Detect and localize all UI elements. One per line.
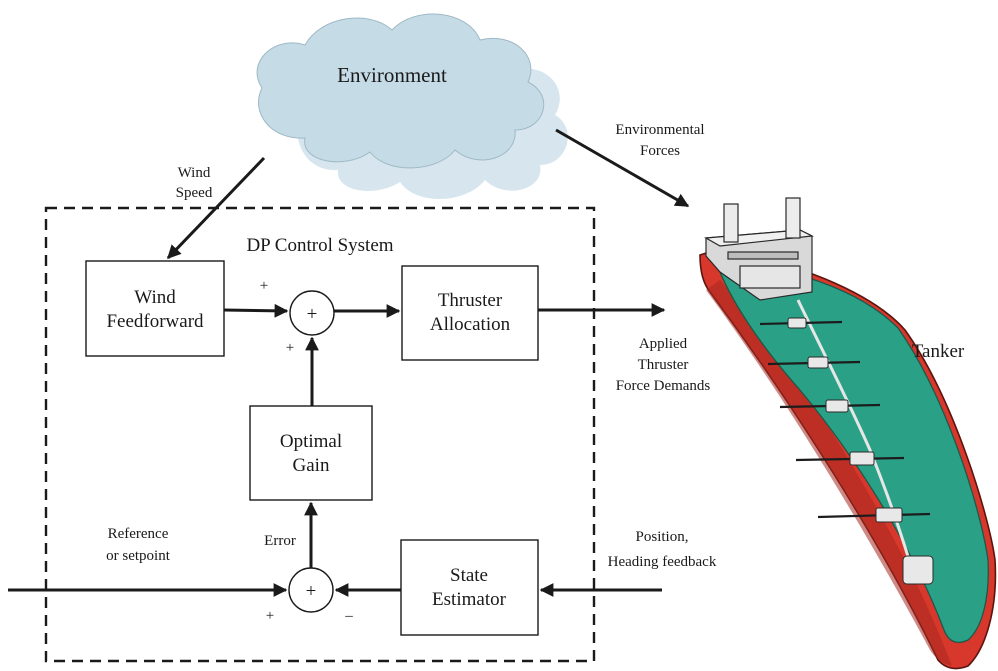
optimal-gain-label-2: Gain (293, 455, 330, 476)
sign-top-left: + (260, 278, 268, 294)
wind-feedforward-block: Wind Feedforward (85, 260, 225, 357)
thruster-allocation-label-2: Allocation (430, 314, 511, 335)
tanker-label: Tanker (912, 341, 965, 362)
wind-feedforward-label-2: Feedforward (106, 311, 204, 332)
environment-label: Environment (337, 63, 447, 87)
summing-junction-bottom: + (288, 567, 334, 613)
environmental-forces-label-2: Forces (640, 143, 680, 159)
sign-top-bottom: + (286, 340, 294, 356)
environmental-forces-arrow (555, 128, 690, 208)
optimal-gain-block: Optimal Gain (249, 405, 373, 501)
wind-feedforward-label-1: Wind (134, 287, 176, 308)
environment-cloud: Environment (256, 13, 568, 200)
wind-speed-label-2: Speed (176, 185, 213, 201)
error-label: Error (264, 533, 296, 549)
optimal-gain-label-1: Optimal (280, 431, 342, 452)
tanker-superstructure (704, 197, 815, 301)
applied-thruster-label-2: Thruster (638, 357, 689, 373)
summing-junction-top: + (289, 290, 335, 336)
dp-control-system-boundary (44, 206, 596, 663)
summing-junction-bottom-symbol: + (306, 581, 317, 602)
feedforward-to-sum-arrow (223, 303, 289, 318)
wind-speed-arrow (166, 156, 266, 260)
position-feedback-label-1: Position, (636, 529, 689, 545)
summing-junction-top-symbol: + (307, 304, 318, 325)
applied-thruster-label-3: Force Demands (616, 378, 711, 394)
state-estimator-block: State Estimator (400, 539, 539, 636)
thruster-allocation-block: Thruster Allocation (401, 265, 539, 361)
tanker-illustration (699, 197, 997, 670)
position-feedback-label-2: Heading feedback (608, 554, 717, 570)
environmental-forces-label-1: Environmental (615, 122, 704, 138)
reference-label-2: or setpoint (106, 548, 171, 564)
applied-thruster-label-1: Applied (639, 336, 688, 352)
sign-bottom-left: + (266, 608, 274, 624)
thruster-allocation-label-1: Thruster (438, 290, 503, 311)
tanker-deck-fittings (787, 317, 934, 585)
wind-speed-label-1: Wind (178, 165, 211, 181)
tanker-catwalk (796, 299, 917, 581)
reference-label-1: Reference (108, 526, 169, 542)
state-estimator-label-1: State (450, 565, 488, 586)
dp-control-system-title: DP Control System (246, 235, 393, 256)
state-estimator-label-2: Estimator (432, 589, 507, 610)
sign-bottom-right: – (344, 608, 353, 624)
tanker-hull-shade (706, 280, 952, 666)
cloud-body (256, 13, 545, 169)
